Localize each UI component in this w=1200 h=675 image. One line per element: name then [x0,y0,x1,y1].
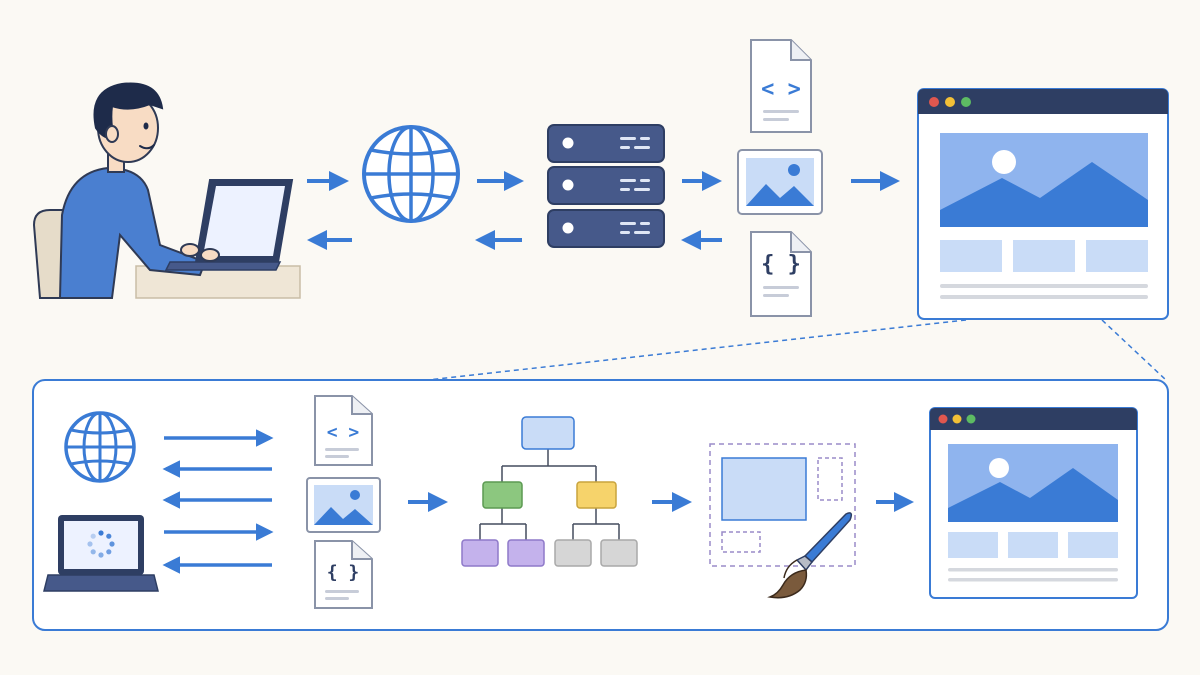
paintbrush-icon [767,512,853,599]
json-glyph: { } [761,252,801,277]
tree-node [576,481,617,509]
image-file-icon [737,149,823,215]
json-file-icon: { } [750,231,812,317]
html-file-icon: < > [750,39,812,133]
tree-node [554,539,592,567]
exchange-arrows [162,429,274,574]
loading-laptop-icon [43,515,159,592]
server-stack-icon [547,124,665,248]
json-glyph: { } [327,562,360,583]
tree-node [600,539,638,567]
spinner-icon [87,530,115,558]
tree-node-root [521,416,575,450]
top-flow-arrows [307,171,900,250]
maximize-dot [961,97,971,107]
tree-node [482,481,523,509]
browser-window-icon [917,88,1169,320]
globe-icon [64,411,136,483]
user-at-laptop-icon [32,82,301,299]
dom-tree-icon [461,416,638,567]
minimize-dot [952,414,962,424]
server-unit [547,166,665,205]
maximize-dot [966,414,976,424]
minimize-dot [945,97,955,107]
html-glyph: < > [327,422,360,443]
tree-node [461,539,499,567]
close-dot [929,97,939,107]
json-file-icon: { } [314,540,373,609]
browser-window-icon [929,407,1138,599]
globe-icon [362,125,460,223]
server-unit [547,209,665,248]
html-file-icon: < > [314,395,373,466]
image-file-icon [306,477,381,533]
layout-paint-icon [709,443,856,599]
html-glyph: < > [761,77,801,102]
tree-node [507,539,545,567]
server-unit [547,124,665,163]
zoom-connector [427,319,1167,381]
close-dot [938,414,948,424]
